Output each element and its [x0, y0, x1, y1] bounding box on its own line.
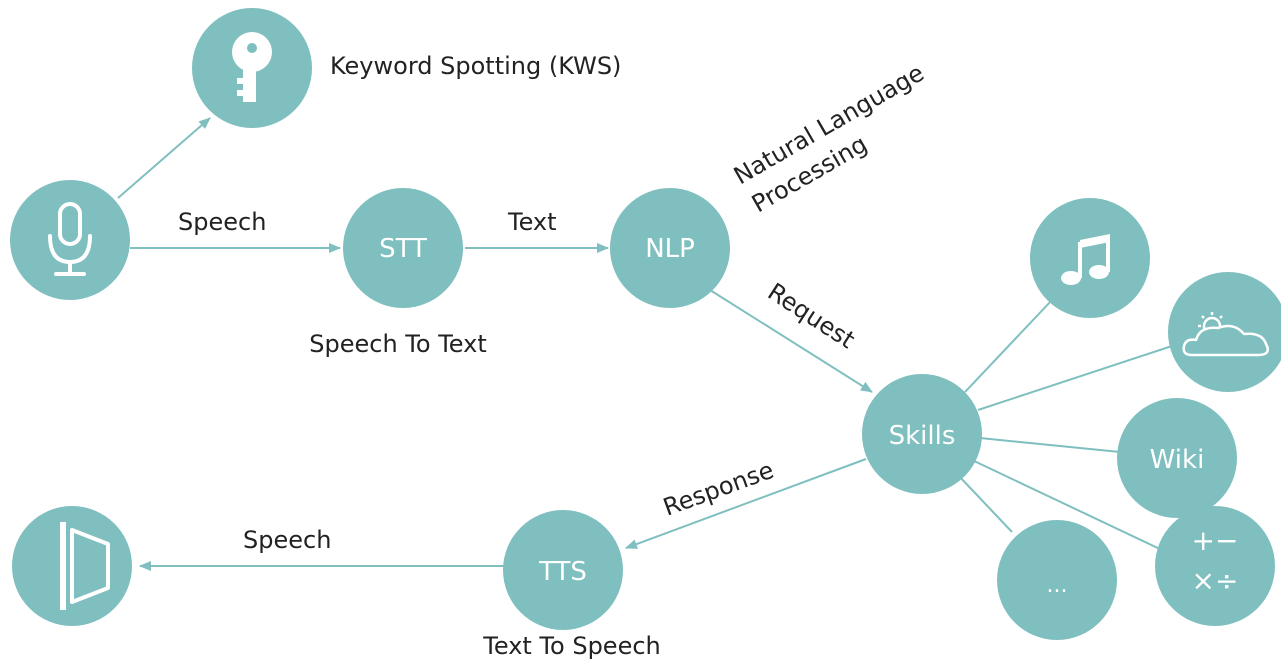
tts-node-label: TTS: [538, 557, 587, 587]
text-label: Text: [507, 208, 557, 236]
weather-cloud-icon: [1182, 312, 1269, 357]
speaker-icon: [60, 522, 110, 610]
request-label: Request: [763, 278, 860, 355]
more-node-label: ...: [1047, 573, 1068, 598]
math-times-divide-label: ×÷: [1192, 564, 1239, 597]
speech-output-label: Speech: [243, 526, 331, 554]
edge-skills-to-wiki: [979, 437, 1121, 453]
speech-input-label: Speech: [178, 208, 266, 236]
stt-caption: Speech To Text: [309, 330, 486, 358]
nlp-node: NLP: [610, 188, 730, 308]
stt-node: STT: [343, 188, 463, 308]
skills-node: Skills: [862, 374, 982, 494]
response-label: Response: [659, 456, 777, 522]
math-node: +− ×÷: [1155, 506, 1275, 626]
math-plus-minus-label: +−: [1192, 524, 1239, 557]
tts-node: TTS: [503, 510, 623, 630]
skills-node-label: Skills: [889, 421, 956, 451]
kws-node: [192, 8, 312, 128]
key-icon: [232, 32, 272, 102]
edge-skills-to-weather: [977, 345, 1173, 411]
tts-caption: Text To Speech: [482, 632, 660, 660]
edge-nlp-to-skills: [709, 289, 873, 393]
edge-skills-to-math: [971, 459, 1163, 551]
kws-label: Keyword Spotting (KWS): [330, 52, 621, 80]
edge-skills-to-tts: [625, 458, 867, 549]
music-note-icon: [1061, 234, 1110, 285]
music-node: [1030, 198, 1150, 318]
microphone-icon: [48, 202, 92, 276]
microphone-node: [10, 180, 130, 300]
nlp-node-label: NLP: [645, 234, 695, 264]
edge-skills-to-more: [957, 474, 1013, 533]
wiki-node-label: Wiki: [1150, 445, 1205, 475]
wiki-node: Wiki: [1117, 398, 1237, 518]
more-node: ...: [997, 520, 1117, 640]
weather-node: [1168, 272, 1281, 392]
stt-node-label: STT: [379, 234, 427, 264]
edge-skills-to-music: [964, 299, 1053, 393]
speaker-node: [12, 506, 132, 626]
edge-mic-to-kws: [117, 117, 211, 199]
